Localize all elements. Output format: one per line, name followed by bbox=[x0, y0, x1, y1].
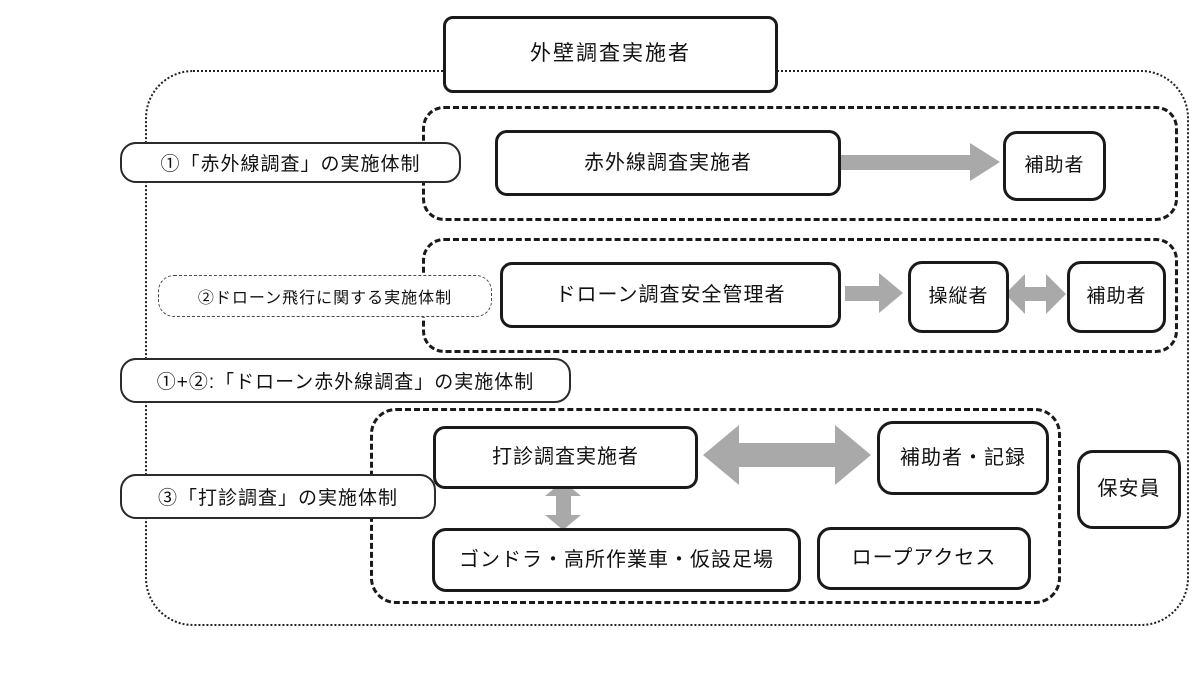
arrow-double-horizontal-icon bbox=[1005, 274, 1066, 314]
security-guard-box: 保安員 bbox=[1077, 450, 1181, 529]
section2-assistant-box: 補助者 bbox=[1067, 261, 1166, 333]
drone-safety-manager-box: ドローン調査安全管理者 bbox=[500, 262, 841, 328]
section1-label: ①「赤外線調査」の実施体制 bbox=[120, 142, 461, 183]
infrared-surveyor-box: 赤外線調査実施者 bbox=[495, 130, 841, 196]
arrow-double-horizontal-icon bbox=[703, 425, 871, 485]
section1-assistant-box: 補助者 bbox=[1003, 131, 1106, 201]
gondola-platform-box: ゴンドラ・高所作業車・仮設足場 bbox=[432, 528, 801, 592]
rope-access-box: ロープアクセス bbox=[817, 527, 1031, 590]
exterior-wall-survey-lead-box: 外壁調査実施者 bbox=[443, 16, 778, 93]
arrow-right-icon bbox=[845, 273, 903, 313]
section3-label: ③「打診調査」の実施体制 bbox=[120, 474, 436, 519]
arrow-right-icon bbox=[837, 143, 1000, 181]
hammering-surveyor-box: 打診調査実施者 bbox=[433, 426, 698, 489]
section2-label: ②ドローン飛行に関する実施体制 bbox=[158, 275, 492, 317]
operator-box: 操縦者 bbox=[908, 261, 1009, 333]
assistant-record-box: 補助者・記録 bbox=[877, 421, 1049, 495]
section1plus2-label: ①+②:「ドローン赤外線調査」の実施体制 bbox=[120, 358, 571, 403]
